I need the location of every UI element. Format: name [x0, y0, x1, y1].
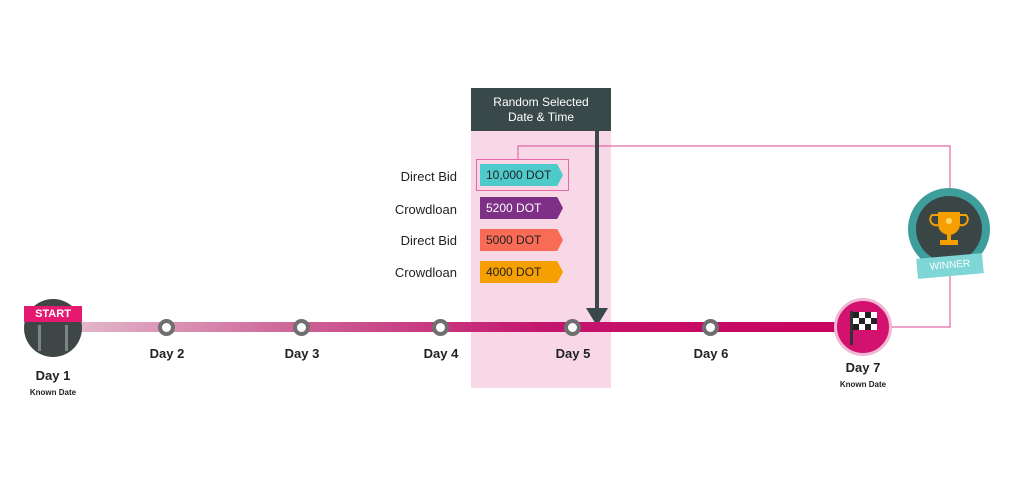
- start-flag-banner: START: [24, 306, 82, 322]
- bid-tag-3: 5000 DOT: [480, 229, 563, 251]
- day-5-node: [564, 319, 581, 336]
- day-6-node: [702, 319, 719, 336]
- day-2-label: Day 2: [149, 346, 185, 361]
- bid-label-3: Direct Bid: [400, 233, 457, 248]
- winner-connector-line: [517, 145, 951, 328]
- bid-tag-2: 5200 DOT: [480, 197, 563, 219]
- winner-medal-center: [916, 196, 982, 262]
- day-7-label: Day 7: [845, 360, 881, 375]
- day-7-sublabel: Known Date: [839, 380, 887, 389]
- bid-label-1: Direct Bid: [400, 169, 457, 184]
- random-selected-box: Random Selected Date & Time: [471, 88, 611, 131]
- bid-label-4: Crowdloan: [394, 265, 457, 280]
- start-flag-icon: [38, 325, 68, 351]
- checkered-flag-icon: [850, 311, 877, 345]
- day-3-node: [293, 319, 310, 336]
- day-6-label: Day 6: [693, 346, 729, 361]
- day-2-node: [158, 319, 175, 336]
- bid-tag-4: 4000 DOT: [480, 261, 563, 283]
- random-box-line1: Random Selected: [493, 94, 589, 109]
- finish-badge: [834, 298, 892, 356]
- selection-arrow-head: [586, 308, 608, 326]
- bid-label-2: Crowdloan: [394, 202, 457, 217]
- timeline-bar: [80, 322, 850, 332]
- day-4-node: [432, 319, 449, 336]
- random-box-line2: Date & Time: [507, 109, 575, 124]
- winning-bid-outline: [476, 159, 569, 191]
- trophy-icon: [929, 212, 969, 245]
- day-4-label: Day 4: [423, 346, 459, 361]
- bid-tag-1: 10,000 DOT: [480, 164, 563, 186]
- day-5-label: Day 5: [555, 346, 591, 361]
- day-3-label: Day 3: [284, 346, 320, 361]
- day-1-sublabel: Known Date: [29, 388, 77, 397]
- day-1-label: Day 1: [35, 368, 71, 383]
